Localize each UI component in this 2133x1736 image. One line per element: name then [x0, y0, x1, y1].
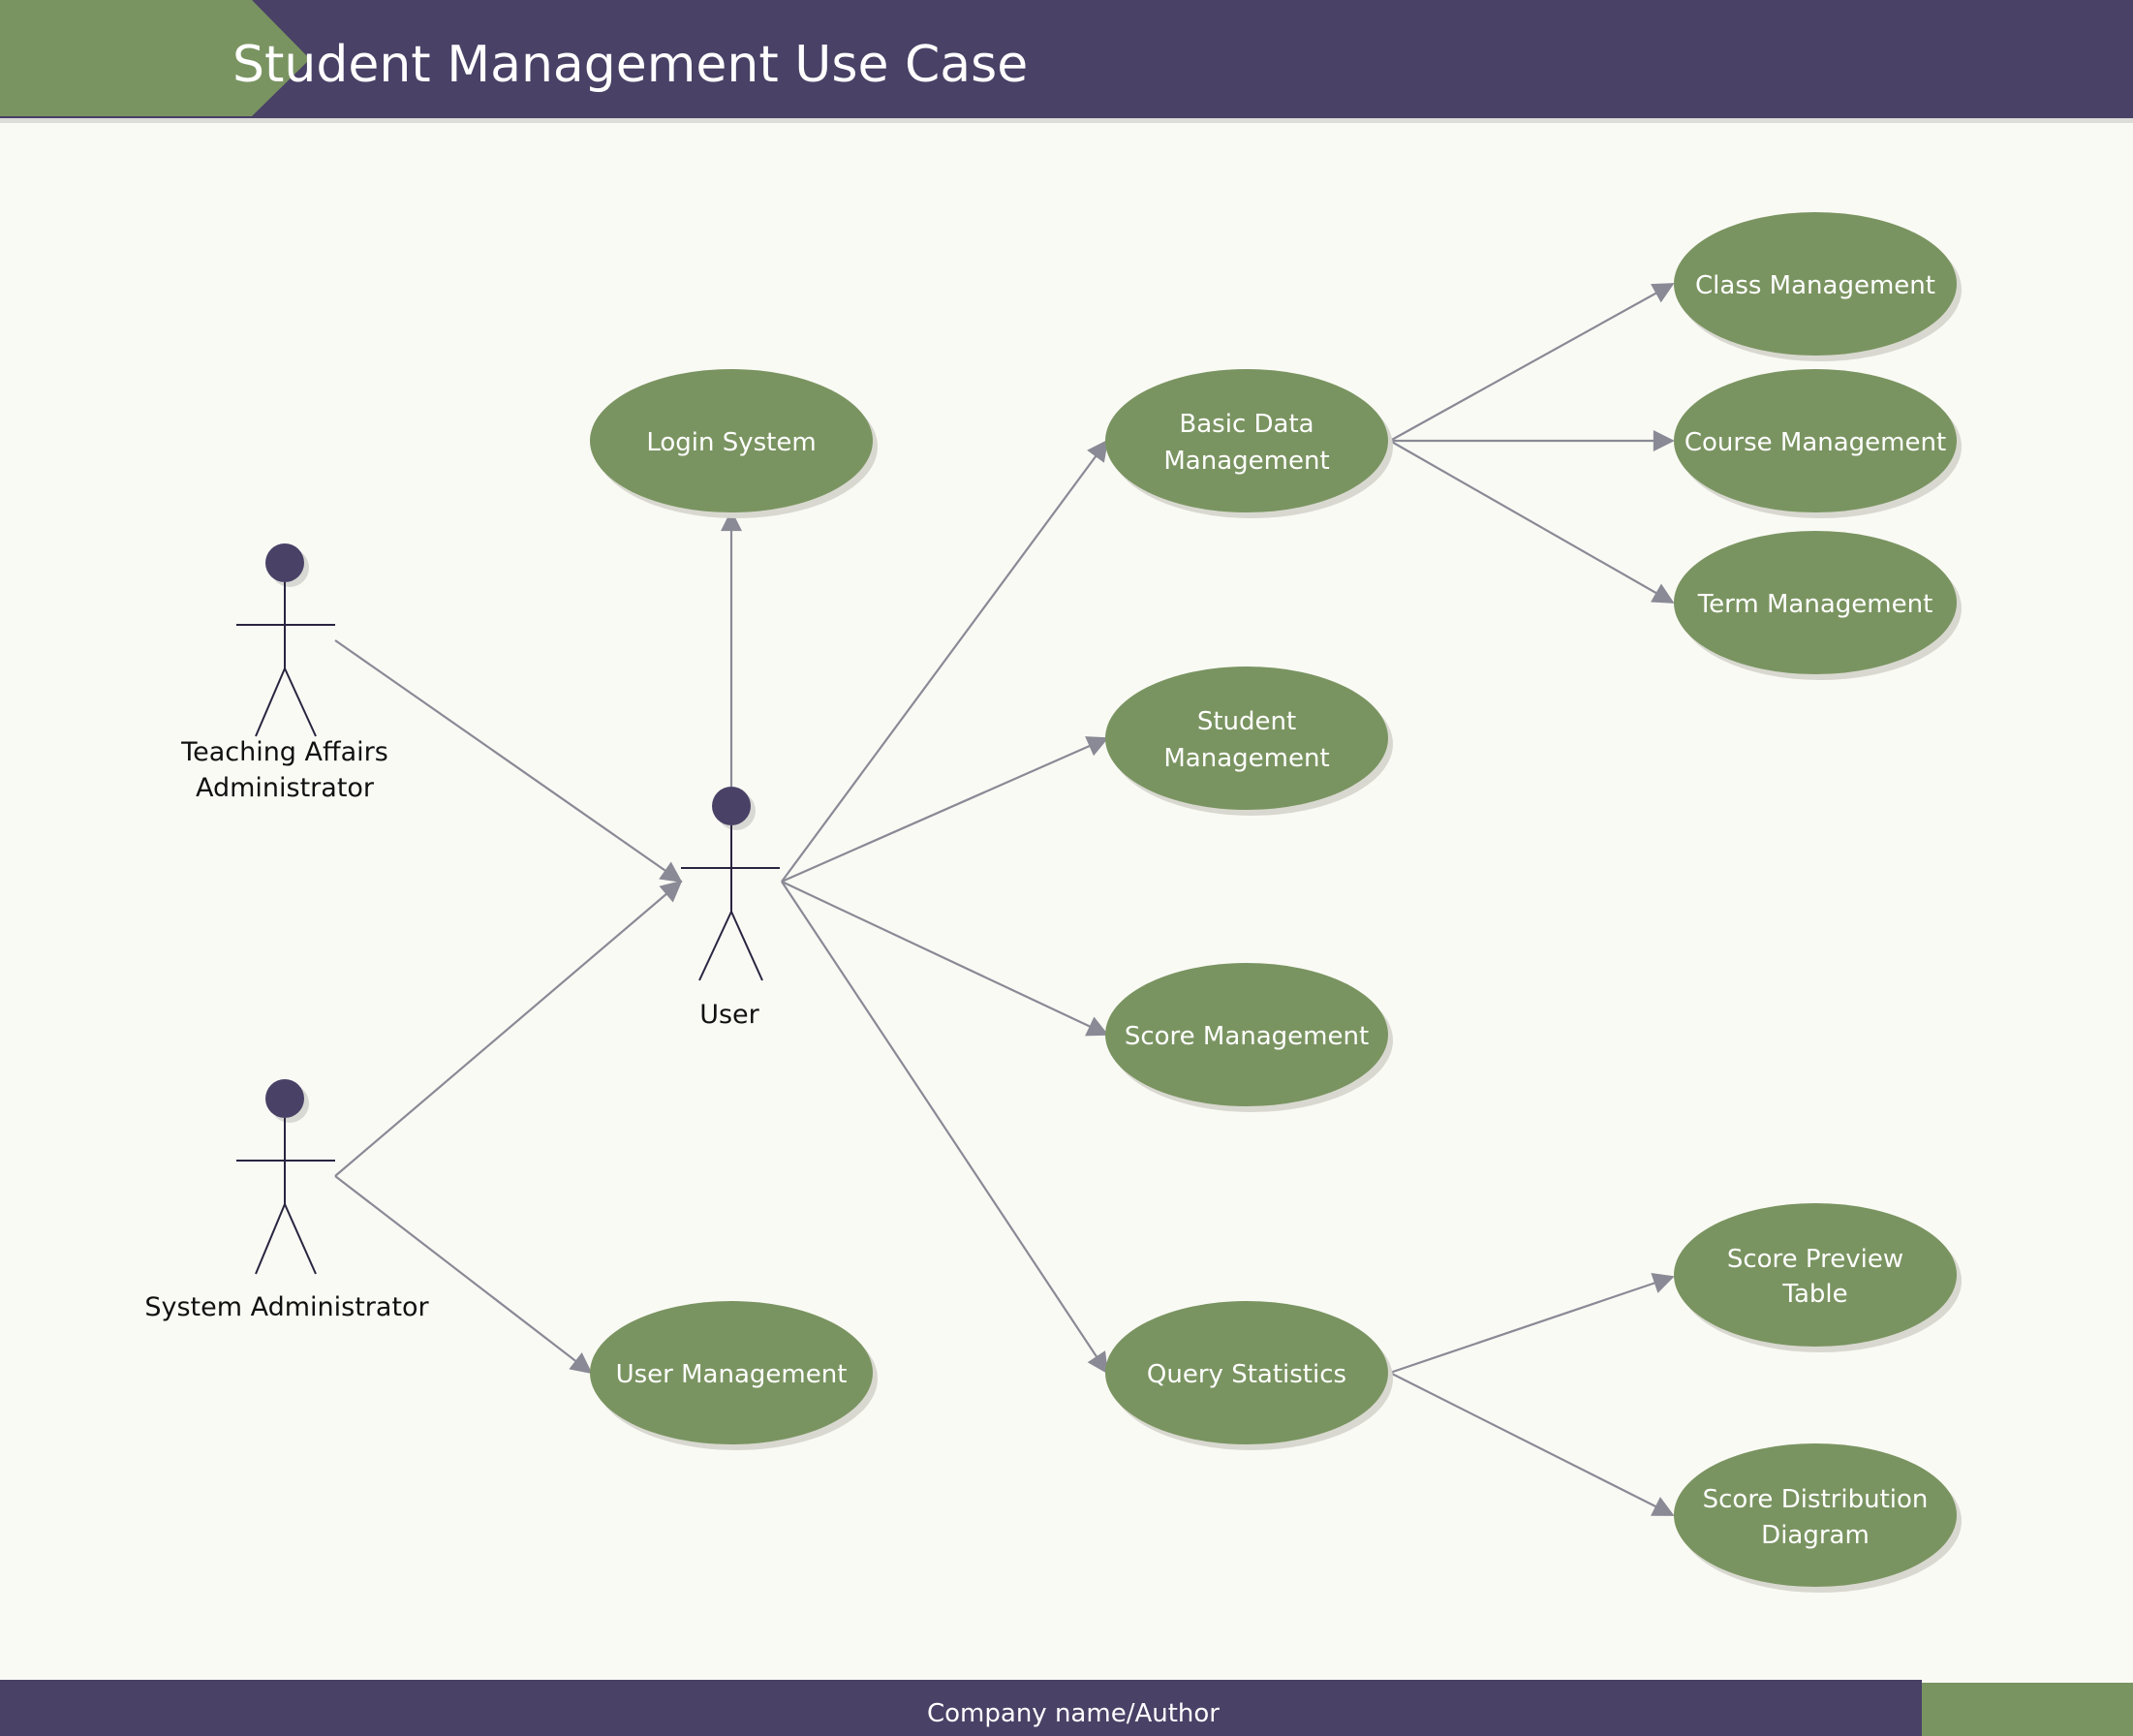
actor-head: [265, 1079, 304, 1118]
actor-teaching-affairs-administrator[interactable]: Teaching Affairs Administrator: [180, 543, 388, 803]
use-case-label-line1: Score Preview: [1727, 1245, 1903, 1274]
use-case-score-distribution-diagram[interactable]: Score Distribution Diagram: [1674, 1443, 1962, 1593]
footer-accent: [1922, 1683, 2133, 1736]
actor-right-leg: [284, 1203, 317, 1275]
use-case-label: Query Statistics: [1147, 1360, 1346, 1389]
use-case-label: Login System: [646, 428, 816, 457]
use-case-label-line2: Table: [1781, 1280, 1847, 1309]
use-case-label-line2: Management: [1163, 744, 1329, 773]
actor-head: [265, 543, 304, 582]
actor-system-administrator[interactable]: System Administrator: [144, 1079, 430, 1322]
edge-system-to-user: [334, 880, 683, 1177]
header: Student Management Use Case: [0, 0, 2133, 123]
use-case-ellipse: [1674, 1203, 1957, 1347]
actor-left-leg: [255, 1203, 286, 1275]
edge-user-to-student: [781, 736, 1109, 884]
edge-basic-to-term: [1389, 440, 1675, 604]
use-case-label: Term Management: [1697, 590, 1933, 619]
actor-right-leg: [730, 911, 763, 981]
use-case-ellipse: [1674, 531, 1957, 674]
use-case-label-line1: Score Distribution: [1703, 1485, 1929, 1514]
footer-text: Company name/Author: [927, 1699, 1220, 1728]
use-case-term-management[interactable]: Term Management: [1674, 531, 1962, 680]
use-case-ellipse: [590, 369, 873, 512]
actor-label-line1: Teaching Affairs: [180, 737, 388, 767]
use-case-label-line2: Diagram: [1761, 1521, 1870, 1550]
use-case-login-system[interactable]: Login System: [590, 369, 878, 518]
actor-user[interactable]: User: [681, 787, 780, 1030]
actor-label: System Administrator: [144, 1292, 429, 1322]
use-case-ellipse: [1105, 963, 1388, 1106]
footer: Company name/Author: [0, 1680, 2133, 1736]
use-case-ellipse: [1105, 369, 1388, 512]
edge-user-to-basic-data: [781, 439, 1109, 883]
use-case-ellipse: [1105, 1301, 1388, 1444]
actor-label: User: [699, 1000, 759, 1030]
header-accent: [0, 0, 310, 116]
use-case-ellipse: [590, 1301, 873, 1444]
edge-query-to-preview: [1389, 1273, 1675, 1375]
use-case-student-management[interactable]: Student Management: [1105, 666, 1393, 816]
use-case-ellipse: [1674, 369, 1957, 512]
actor-label-line2: Administrator: [196, 773, 375, 803]
use-case-label-line1: Basic Data: [1179, 410, 1314, 439]
edges: [334, 283, 1675, 1516]
actor-right-leg: [284, 667, 317, 737]
actor-left-leg: [698, 911, 732, 981]
use-case-label-line1: Student: [1197, 707, 1296, 736]
use-case-score-preview-table[interactable]: Score Preview Table: [1674, 1203, 1962, 1352]
use-case-ellipse: [1674, 212, 1957, 356]
edge-teaching-to-user: [334, 639, 683, 884]
edge-basic-to-class: [1389, 283, 1675, 442]
use-case-score-management[interactable]: Score Management: [1105, 963, 1393, 1112]
use-case-user-management[interactable]: User Management: [590, 1301, 878, 1450]
use-case-ellipse: [1674, 1443, 1957, 1587]
header-divider: [0, 118, 2133, 123]
use-case-label-line2: Management: [1163, 447, 1329, 476]
use-case-query-statistics[interactable]: Query Statistics: [1105, 1301, 1393, 1450]
actor-left-leg: [255, 667, 286, 737]
edge-system-to-user-management: [334, 1175, 593, 1375]
use-case-ellipse: [1105, 666, 1388, 810]
use-case-label: Course Management: [1685, 428, 1946, 457]
header-bar: [0, 0, 2133, 118]
edge-user-to-score: [781, 881, 1109, 1037]
actor-head: [712, 787, 751, 825]
use-case-label: User Management: [616, 1360, 848, 1389]
use-case-class-management[interactable]: Class Management: [1674, 212, 1962, 361]
use-case-basic-data-management[interactable]: Basic Data Management: [1105, 369, 1393, 518]
use-case-course-management[interactable]: Course Management: [1674, 369, 1962, 518]
footer-bar: [0, 1680, 1922, 1736]
page-title: Student Management Use Case: [232, 36, 1028, 94]
use-case-label: Score Management: [1125, 1022, 1369, 1051]
edge-query-to-distribution: [1389, 1372, 1675, 1516]
use-case-label: Class Management: [1695, 271, 1935, 300]
edge-user-to-query: [781, 881, 1109, 1375]
